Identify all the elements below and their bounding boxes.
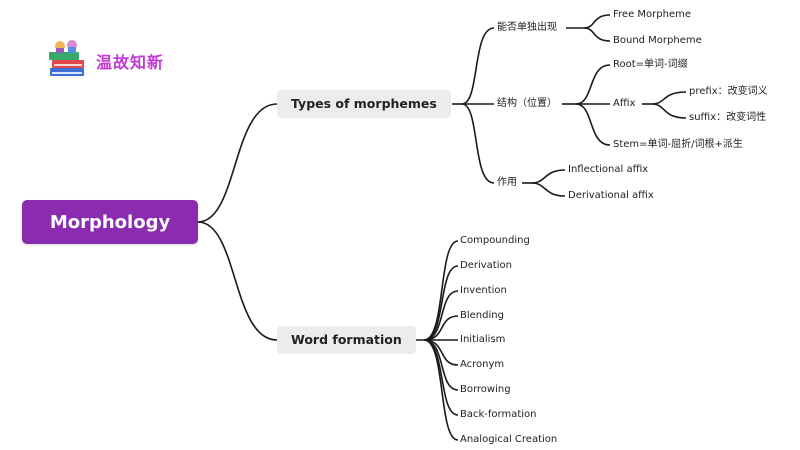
word-formation-item[interactable]: Borrowing <box>460 384 511 395</box>
bound-morpheme-node[interactable]: Bound Morpheme <box>613 35 702 46</box>
prefix-node[interactable]: prefix：改变词义 <box>689 86 768 97</box>
derivational-affix-node[interactable]: Derivational affix <box>568 190 654 201</box>
word-formation-item[interactable]: Initialism <box>460 334 506 345</box>
word-formation-item[interactable]: Back-formation <box>460 409 537 420</box>
root-definition-node[interactable]: Root=单词-词缀 <box>613 59 688 70</box>
word-formation-item[interactable]: Blending <box>460 310 504 321</box>
word-formation-item[interactable]: Analogical Creation <box>460 434 558 445</box>
word-formation-node[interactable]: Word formation <box>277 326 416 354</box>
logo-text: 温故知新 <box>96 53 165 72</box>
suffix-node[interactable]: suffix：改变词性 <box>689 112 767 123</box>
word-formation-item[interactable]: Derivation <box>460 260 512 271</box>
function-node[interactable]: 作用 <box>497 177 517 188</box>
affix-node[interactable]: Affix <box>613 98 636 109</box>
word-formation-item[interactable]: Invention <box>460 285 507 296</box>
inflectional-affix-node[interactable]: Inflectional affix <box>568 164 649 175</box>
free-morpheme-node[interactable]: Free Morpheme <box>613 9 691 20</box>
stem-definition-node[interactable]: Stem=单词-屈折/词根+派生 <box>613 139 743 150</box>
books-icon <box>46 38 90 82</box>
types-of-morphemes-node[interactable]: Types of morphemes <box>277 90 451 118</box>
structure-node[interactable]: 结构（位置） <box>497 98 557 109</box>
word-formation-item[interactable]: Acronym <box>460 359 505 370</box>
independence-node[interactable]: 能否单独出现 <box>497 22 557 33</box>
word-formation-item[interactable]: Compounding <box>460 235 530 246</box>
root-node[interactable]: Morphology <box>22 200 198 244</box>
